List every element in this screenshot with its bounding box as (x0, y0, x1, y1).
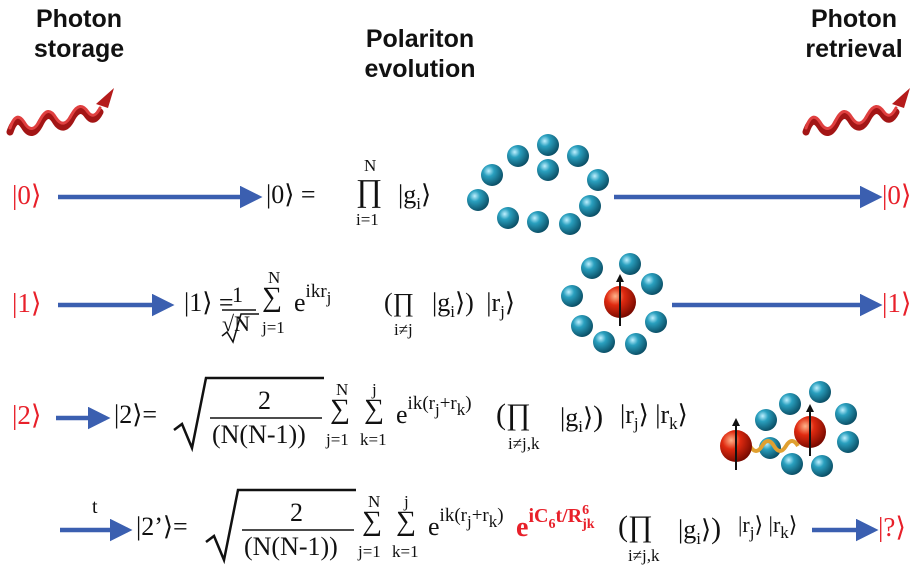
phase-e: e (516, 512, 529, 543)
arrow-row4-label: t (92, 496, 98, 518)
ket-output-unknown: |?⟩ (878, 512, 906, 542)
equation-row2-exp: eikrj (294, 281, 332, 318)
equation-row4-exp: eik(rj+rk) (428, 505, 504, 541)
equation-row3-sum2-top: j (372, 380, 377, 399)
term-r-end: ⟩ (504, 288, 516, 317)
header-storage-line2: storage (33, 35, 125, 63)
term-g: |g (398, 180, 417, 209)
tail-mid: ⟩ |r (638, 400, 670, 429)
photon-wave-icon (802, 88, 910, 136)
equation-row4-sum1-top: N (368, 492, 381, 511)
ket-input-1: |1⟩ (12, 288, 42, 318)
equation-row3-tail: |rj⟩ |rk⟩ (620, 400, 688, 433)
equation-row2-frac-num: 1 (232, 282, 243, 307)
exp-sup-j: j (434, 400, 440, 419)
equation-row3-g: |gi⟩) (560, 400, 604, 436)
phase-ic: iC (528, 505, 549, 527)
term-g-sub: i (450, 302, 455, 321)
sqrt-sign-row4 (205, 488, 356, 565)
tail-r-j: j (633, 414, 639, 433)
equation-row1-term: |gi⟩ (398, 180, 432, 213)
equation-row4-sum2-bottom: k=1 (392, 542, 419, 561)
term-r-sub: j (500, 302, 505, 321)
equation-row3-prod: (∏ (496, 398, 531, 431)
equation-row2-sum-top: N (268, 268, 281, 287)
equation-row2-term: |gi⟩) |rj⟩ (432, 288, 516, 321)
equation-row3-sum1-bottom: j=1 (326, 430, 349, 449)
header-storage-line1: Photon (35, 5, 123, 33)
equation-row4-tail: |rj⟩ |rk⟩ (738, 512, 798, 542)
exp-sup-k: k (456, 400, 466, 419)
equation-row4-sum2: ∑ (396, 506, 416, 537)
exp-sup: ik(r (407, 393, 435, 414)
equation-row3-prod-bottom: i≠j,k (508, 434, 540, 453)
equation-row1-prod-top: N (364, 156, 377, 175)
equation-row4-sum1-bottom: j=1 (358, 542, 381, 561)
tail-r-k: k (669, 414, 678, 433)
equation-row3-sum1: ∑ (330, 394, 350, 425)
equation-row2-sum: ∑ (262, 282, 282, 313)
phase-t-over-r: t/R (555, 505, 583, 527)
equation-row3-frac-num: 2 (258, 386, 271, 415)
term-close: ⟩) (454, 288, 474, 317)
sqrt-sign-row3 (173, 376, 324, 453)
term-g-sub: i (416, 194, 421, 213)
ket-output-1: |1⟩ (882, 288, 912, 318)
atom-ring-ground (467, 134, 609, 235)
exp-close: ) (465, 393, 472, 414)
exp-sup-sub: j (326, 288, 332, 307)
equation-row4-lhs: |2’⟩= (136, 512, 188, 541)
equation-row2-prod-bottom: i≠j (394, 320, 413, 339)
exp-e: e (294, 288, 306, 317)
sqrt-sign-row2 (221, 313, 259, 344)
equation-row4-prod-bottom: i≠j,k (628, 546, 660, 565)
phase-r-sup: 6 (582, 503, 590, 518)
equation-row4-g: |gi⟩) (678, 512, 722, 548)
equation-row3-sum1-top: N (336, 380, 349, 399)
atom-ring-single-excitation (561, 253, 667, 355)
equation-row3-sum2-bottom: k=1 (360, 430, 387, 449)
equation-row3-lhs: |2⟩= (114, 400, 158, 429)
header-photon-storage: Photon storage (14, 4, 144, 64)
equation-row4-sum1: ∑ (362, 506, 382, 537)
exp-sup: ikr (305, 281, 327, 302)
term-g: |g (432, 288, 451, 317)
term-r: |r (486, 288, 501, 317)
equation-row3-frac-den: (N(N-1)) (212, 420, 306, 449)
header-retrieval-line2: retrieval (805, 35, 903, 63)
equation-row3-exp: eik(rj+rk) (396, 393, 472, 429)
header-polariton-evolution: Polariton evolution (340, 24, 500, 84)
term-g-end: ⟩ (420, 180, 432, 209)
tail-r: |r (620, 400, 634, 429)
header-evolution-line1: Polariton (365, 25, 475, 53)
equation-row1-prod-bottom: i=1 (356, 210, 379, 229)
header-retrieval-line1: Photon (810, 5, 898, 33)
phase-c-sub: 6 (548, 517, 556, 532)
photon-wave-icon (6, 88, 114, 136)
equation-row1-prod: ∏ (356, 172, 383, 208)
atom-ring-double-excitation (720, 381, 859, 477)
equation-row2-lhs: |1⟩ = (184, 288, 234, 317)
tail-end: ⟩ (677, 400, 688, 429)
phase-r-sub: jk (582, 517, 595, 532)
equation-row3-sum2: ∑ (364, 394, 384, 425)
equation-row4-frac-num: 2 (290, 498, 303, 527)
equation-row2-frac-den: √N (222, 311, 250, 336)
equation-row4-prod: (∏ (618, 510, 653, 543)
equation-row2-sum-bottom: j=1 (262, 318, 285, 337)
equation-row4-frac-den: (N(N-1)) (244, 532, 338, 561)
equation-row4-sum2-top: j (404, 492, 409, 511)
ket-input-0: |0⟩ (12, 180, 42, 210)
equation-row1-lhs: |0⟩ = (266, 180, 316, 209)
exp-plus: +r (439, 393, 457, 414)
equation-row2-paren-prod: (∏ (384, 288, 415, 317)
ket-output-0: |0⟩ (882, 180, 912, 210)
header-photon-retrieval: Photon retrieval (790, 4, 918, 64)
header-evolution-line2: evolution (364, 55, 476, 83)
ket-input-2: |2⟩ (12, 400, 42, 430)
